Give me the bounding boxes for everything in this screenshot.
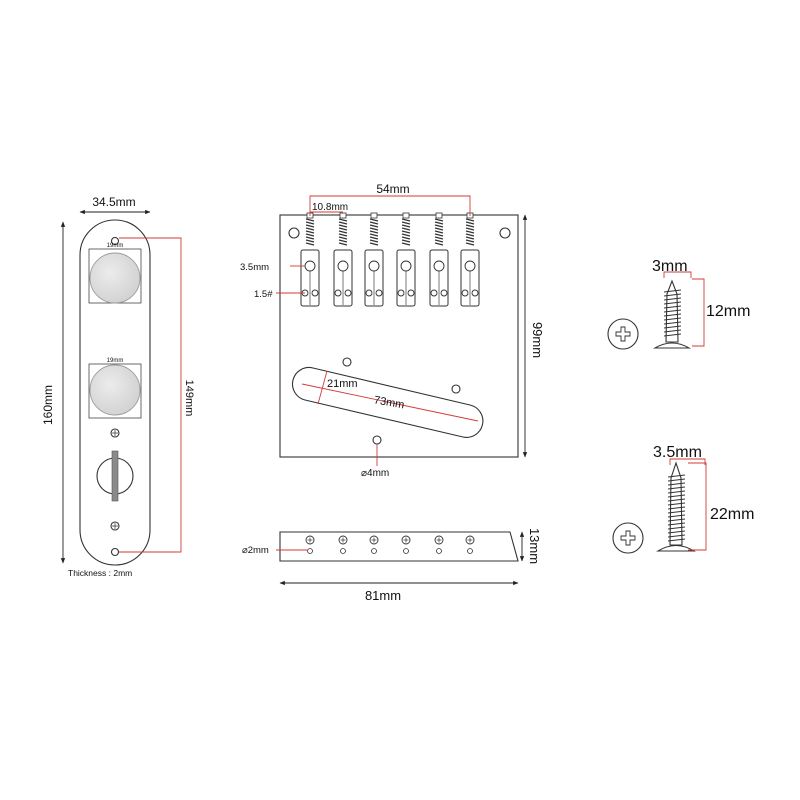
saddle-5 — [429, 212, 449, 307]
slot-length-label: 73mm — [373, 394, 405, 411]
plate-height-label: 160mm — [41, 385, 55, 425]
side-hole-label: ⌀2mm — [242, 545, 269, 556]
screw-small-diameter-label: 3mm — [652, 258, 688, 275]
screw-small-length-line — [692, 278, 705, 347]
screw-large-length-label: 22mm — [710, 506, 754, 523]
saddle-pitch-label: 10.8mm — [312, 202, 348, 213]
selector-switch-slot — [111, 450, 119, 502]
bridge-height-label: 99mm — [530, 322, 545, 358]
side-hole-3 — [369, 535, 379, 554]
knob-top-label: 19mm — [107, 243, 124, 249]
screw-large-group: 3.5mm 22mm — [612, 444, 754, 554]
slot-length-dim-line — [301, 383, 479, 422]
plate-bottom-hole — [110, 547, 120, 557]
bridge-top-group: 21mm 73mm 54mm 10.8mm 3.5mm 1.5# ⌀4mm 99… — [240, 182, 545, 479]
screw-small-diameter-line — [663, 271, 692, 278]
bridge-hole-c — [372, 435, 382, 445]
knob-bottom-label: 19mm — [107, 358, 124, 364]
bridge-mount-hole-right — [499, 227, 511, 239]
bridge-hole-b — [451, 384, 461, 394]
screw-large-diameter-line — [669, 458, 706, 465]
screw-size-label: 1.5# — [254, 289, 273, 300]
screw-large-icon — [656, 544, 696, 552]
screw-large-diameter-label: 3.5mm — [653, 444, 702, 461]
side-hole-1 — [305, 535, 315, 554]
screw-small-group: 3mm 12mm — [607, 258, 750, 350]
plate-hole-spacing-label: 149mm — [183, 380, 195, 417]
saddle-group — [300, 212, 480, 307]
knob-bottom — [89, 364, 141, 416]
screw-diameter-label: 3.5mm — [240, 262, 269, 273]
saddle-1 — [300, 212, 320, 307]
side-hole-5 — [434, 535, 444, 554]
plate-width-label: 34.5mm — [92, 195, 135, 209]
screw-small-thread — [663, 289, 682, 337]
plate-thickness-label: Thickness : 2mm — [68, 568, 132, 578]
side-hole-4 — [401, 535, 411, 554]
knob-top — [89, 252, 141, 304]
screw-large-thread — [667, 474, 686, 542]
bridge-mount-hole-left — [288, 227, 300, 239]
saddle-4 — [396, 212, 416, 307]
saddle-2 — [333, 212, 353, 307]
saddle-3 — [364, 212, 384, 307]
knob-bottom-frame — [88, 363, 142, 419]
bridge-side-outline — [279, 531, 519, 562]
screw-small-length-label: 12mm — [706, 303, 750, 320]
side-height-label: 13mm — [527, 528, 542, 564]
side-width-label: 81mm — [365, 588, 401, 603]
plate-hole-spacing-line — [119, 237, 182, 553]
slot-width-label: 21mm — [327, 378, 358, 390]
side-hole-2 — [338, 535, 348, 554]
hole-diameter-label: ⌀4mm — [361, 468, 389, 479]
bridge-side-group: ⌀2mm 13mm 81mm — [242, 528, 542, 603]
bridge-hole-a — [342, 357, 352, 367]
saddle-span-line — [309, 195, 471, 216]
side-hole-6 — [465, 535, 475, 554]
side-holes — [305, 535, 475, 554]
plate-top-hole — [110, 236, 120, 246]
control-plate-group: 19mm 19mm 34.5mm 160mm 149mm Thickness :… — [41, 195, 195, 578]
saddle-span-label: 54mm — [376, 182, 409, 196]
screw-large-length-line — [688, 462, 707, 551]
screw-small-icon — [652, 342, 692, 349]
slot-width-dim-line — [317, 370, 328, 405]
